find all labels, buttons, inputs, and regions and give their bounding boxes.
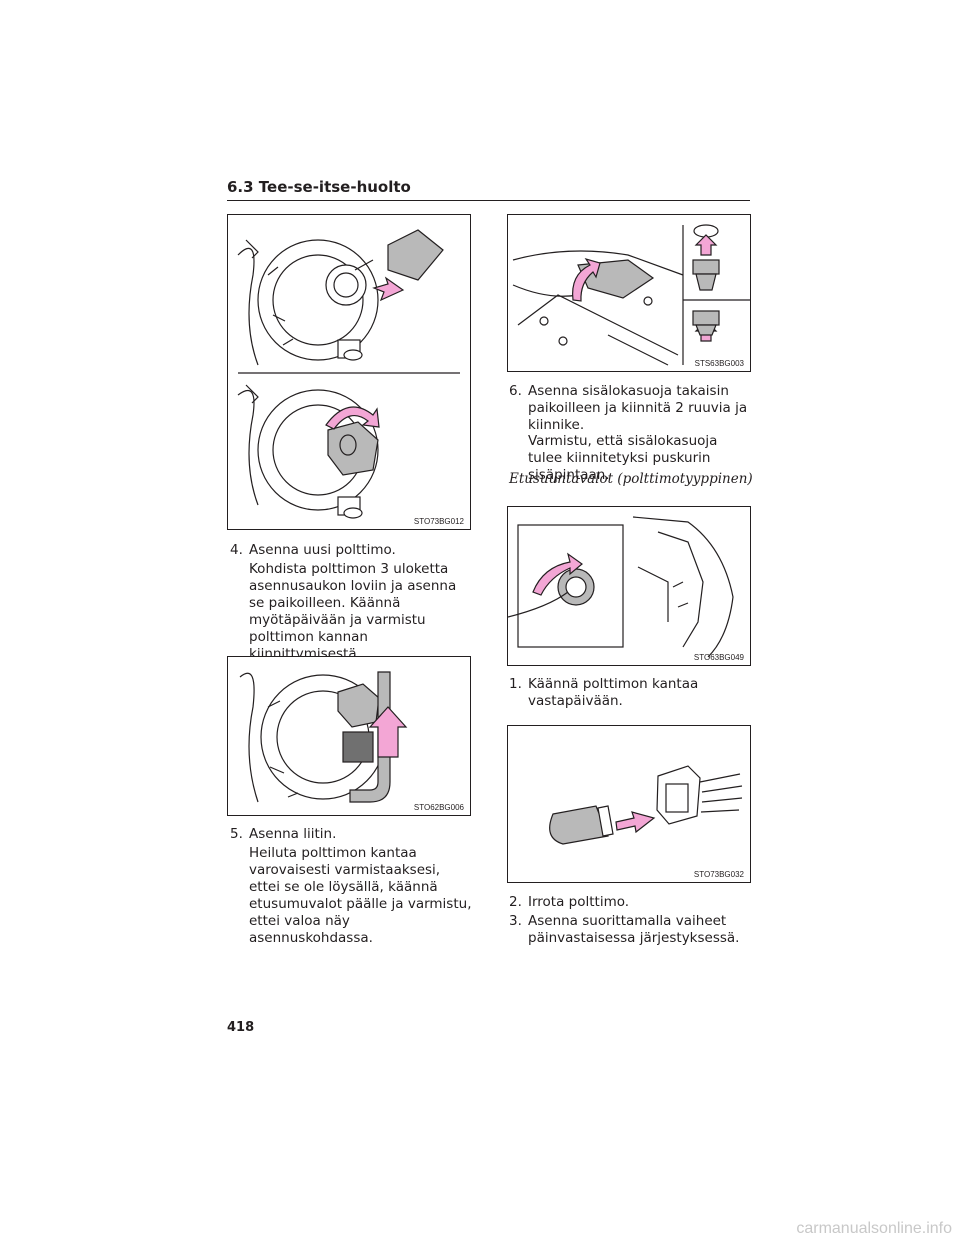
page-number: 418 — [227, 1020, 255, 1035]
step-2: 2. Irrota polttimo. — [509, 894, 749, 911]
turn-signal-socket-illustration — [508, 516, 734, 658]
step-body: Varmistu, että sisälokasuoja tulee kiinn… — [528, 433, 718, 483]
step-5-body: Heiluta polttimon kantaa varovaisesti va… — [249, 845, 473, 947]
step-6-body: Varmistu, että sisälokasuoja tulee kiinn… — [528, 433, 750, 484]
step-body: Heiluta polttimon kantaa varovaisesti va… — [249, 845, 472, 946]
connector-install-illustration — [239, 671, 408, 803]
step-4-body: Kohdista polttimon 3 uloketta asennusauk… — [249, 561, 473, 663]
step-title: Käännä polttimon kantaa vastapäivään. — [528, 676, 699, 709]
section-heading-turn-signal: Etusuuntavalot (polttimotyyppinen) — [509, 471, 754, 488]
step-4: 4. Asenna uusi polttimo. — [230, 542, 470, 559]
section-header: 6.3 Tee-se-itse-huolto — [227, 178, 750, 201]
step-5: 5. Asenna liitin. — [230, 826, 470, 843]
step-title: Irrota polttimo. — [528, 894, 630, 910]
fender-liner-clip-illustration — [512, 224, 750, 366]
step-number: 2. — [509, 894, 522, 910]
step-number: 1. — [509, 676, 522, 692]
step-number: 5. — [230, 826, 243, 842]
subsection-title: Etusuuntavalot (polttimotyyppinen) — [509, 471, 753, 487]
step-1: 1. Käännä polttimon kantaa vastapäivään. — [509, 676, 749, 710]
step-title: Asenna sisälokasuoja takaisin paikoillee… — [528, 383, 748, 433]
bulb-removal-illustration — [549, 765, 743, 845]
step-6: 6. Asenna sisälokasuoja takaisin paikoil… — [509, 383, 749, 434]
step-title: Asenna liitin. — [249, 826, 337, 842]
step-title: Asenna suorittamalla vaiheet päinvastais… — [528, 913, 740, 946]
figure-code: STO73BG012 — [413, 517, 464, 526]
figure-code: STS63BG003 — [694, 359, 744, 368]
step-3: 3. Asenna suorittamalla vaiheet päinvast… — [509, 913, 749, 947]
figure-code: STO73BG032 — [693, 870, 744, 879]
step-number: 4. — [230, 542, 243, 558]
figure-bulb-removal: STO73BG032 — [507, 725, 751, 883]
step-title: Asenna uusi polttimo. — [249, 542, 396, 558]
figure-connector: STO62BG006 — [227, 656, 471, 816]
figure-code: STO63BG049 — [693, 653, 744, 662]
figure-fender-liner: STS63BG003 — [507, 214, 751, 372]
figure-turn-signal: STO63BG049 — [507, 506, 751, 666]
step-number: 3. — [509, 913, 522, 929]
figure-bulb-install: STO73BG012 — [227, 214, 471, 530]
watermark[interactable]: carmanualsonline.info — [796, 1220, 952, 1237]
section-title: 6.3 Tee-se-itse-huolto — [227, 178, 411, 196]
figure-code: STO62BG006 — [413, 803, 464, 812]
step-body: Kohdista polttimon 3 uloketta asennusauk… — [249, 561, 457, 662]
bulb-socket-rotate-illustration — [237, 229, 460, 519]
step-number: 6. — [509, 383, 522, 399]
